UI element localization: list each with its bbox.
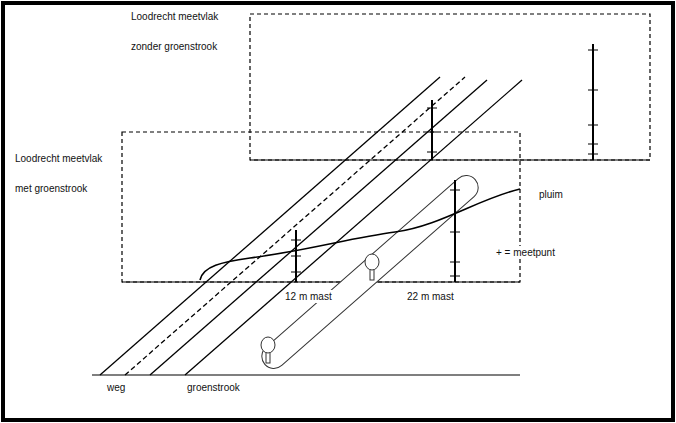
mast xyxy=(296,44,593,282)
frame xyxy=(3,3,673,420)
ground-line xyxy=(92,374,520,375)
measurement-point xyxy=(291,50,598,276)
plume-line xyxy=(200,189,520,280)
mast-label: 12 m mast xyxy=(284,290,333,303)
legend-note: + = meetpunt xyxy=(495,246,556,259)
measurement-plane xyxy=(250,14,650,160)
mast-label: 22 m mast xyxy=(406,290,455,303)
plume-label: pluim xyxy=(538,188,564,201)
road xyxy=(100,77,522,375)
road-label: weg xyxy=(106,381,126,394)
plane-label: Loodrecht meetvlak zonder groenstrook xyxy=(130,2,246,62)
strip-label: groenstrook xyxy=(186,381,241,394)
green-strip xyxy=(257,171,483,374)
plane-label: Loodrecht meetvlak met groenstrook xyxy=(14,144,116,204)
